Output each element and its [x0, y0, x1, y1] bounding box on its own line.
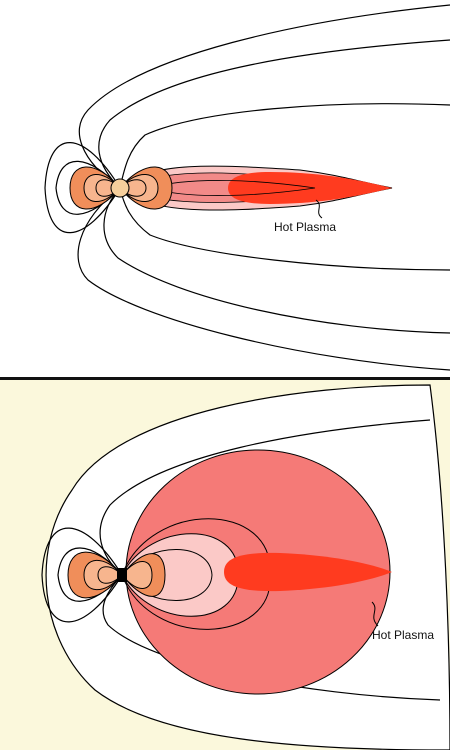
field-line [78, 4, 450, 189]
field-line [41, 527, 123, 623]
panel-divider [0, 377, 450, 380]
field-line [103, 187, 450, 334]
label-leader-line [371, 601, 379, 627]
field-line [119, 103, 450, 189]
bottom-inner-lobes [67, 551, 166, 599]
right-lobe-mid [121, 561, 153, 589]
field-line [119, 187, 450, 271]
hot-plasma-label-bottom: Hot Plasma [372, 628, 435, 642]
top-field-lines [44, 4, 450, 371]
plasma-hot-core [228, 172, 392, 204]
top-magnetosphere-diagram [44, 4, 450, 371]
field-line [102, 574, 441, 701]
bottom-magnetosphere-diagram [0, 380, 450, 750]
top-panel-magnetosphere: Hot Plasma [44, 4, 450, 371]
left-lobe-inner [95, 179, 121, 197]
field-line [149, 180, 316, 196]
field-line [77, 187, 450, 371]
top-plasma-sheet [119, 165, 393, 211]
plasma-hot-core [224, 552, 392, 592]
field-line [55, 160, 121, 215]
bottom-panel-magnetosphere: Hot Plasma [0, 380, 450, 750]
hot-plasma-label-top: Hot Plasma [274, 220, 337, 234]
field-line [98, 39, 450, 189]
field-line [99, 419, 431, 576]
right-lobe-inner [119, 179, 147, 197]
field-line [121, 549, 213, 601]
planet-earth [110, 178, 130, 198]
planet-earth [117, 568, 127, 582]
left-lobe-inner [97, 566, 123, 584]
label-leader-line [315, 199, 323, 219]
top-inner-lobes [69, 166, 173, 210]
field-line [44, 142, 121, 234]
